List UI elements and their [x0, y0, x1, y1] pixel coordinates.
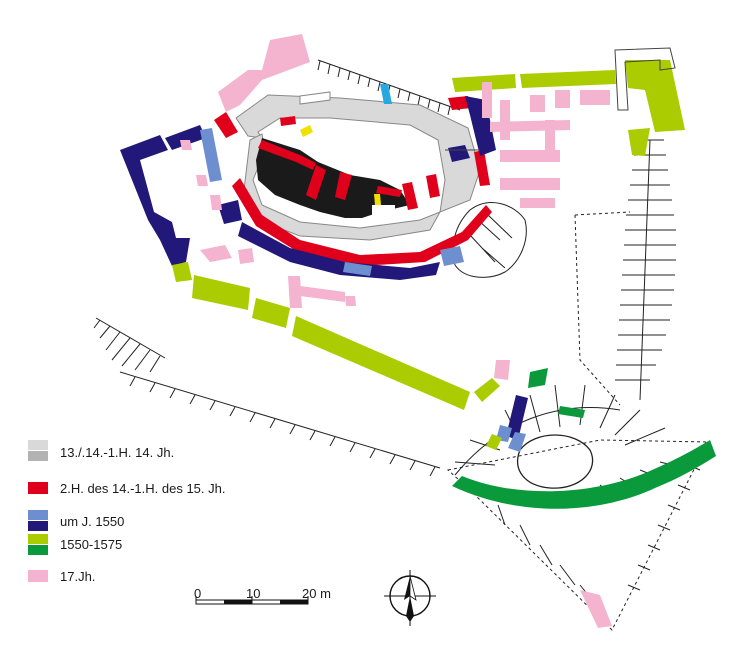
- scale-label-20: 20 m: [302, 586, 331, 601]
- north-arrow-icon: [384, 570, 436, 626]
- scale-label-10: 10: [246, 586, 260, 601]
- legend-label-17: 17.Jh.: [60, 569, 95, 584]
- slope-hatching-north: [317, 59, 461, 116]
- legend-label-1550-1575: 1550-1575: [60, 537, 122, 552]
- legend-label-1550: um J. 1550: [60, 514, 124, 529]
- phase-17-walls: [180, 34, 612, 628]
- water-channel: [380, 84, 392, 104]
- legend-item-17: 17.Jh.: [28, 569, 95, 584]
- scale-label-0: 0: [194, 586, 201, 601]
- northeast-building-outline: [445, 47, 676, 151]
- legend-label-14-15: 2.H. des 14.-1.H. des 15. Jh.: [60, 481, 225, 496]
- slope-hatching-southwest: [93, 317, 441, 477]
- scale-bar: 0 10 20 m: [194, 586, 331, 605]
- legend-item-1550-1575: 1550-1575: [28, 534, 122, 555]
- phase-1550-1575-green-walls: [452, 368, 716, 509]
- rock-outcrop: [452, 202, 527, 278]
- legend: 13./.14.-1.H. 14. Jh. 2.H. des 14.-1.H. …: [28, 440, 225, 584]
- legend-label-13-14: 13./.14.-1.H. 14. Jh.: [60, 445, 174, 460]
- slope-hatching-causeway: [574, 139, 676, 406]
- yellow-details: [300, 125, 381, 205]
- legend-item-13-14: 13./.14.-1.H. 14. Jh.: [28, 440, 174, 461]
- phase-1550-walls: [120, 96, 528, 452]
- legend-item-1550: um J. 1550: [28, 510, 124, 531]
- phase-1550-1575-walls: [172, 60, 685, 450]
- phase-14-15-walls: [214, 96, 492, 266]
- legend-item-14-15: 2.H. des 14.-1.H. des 15. Jh.: [28, 481, 225, 496]
